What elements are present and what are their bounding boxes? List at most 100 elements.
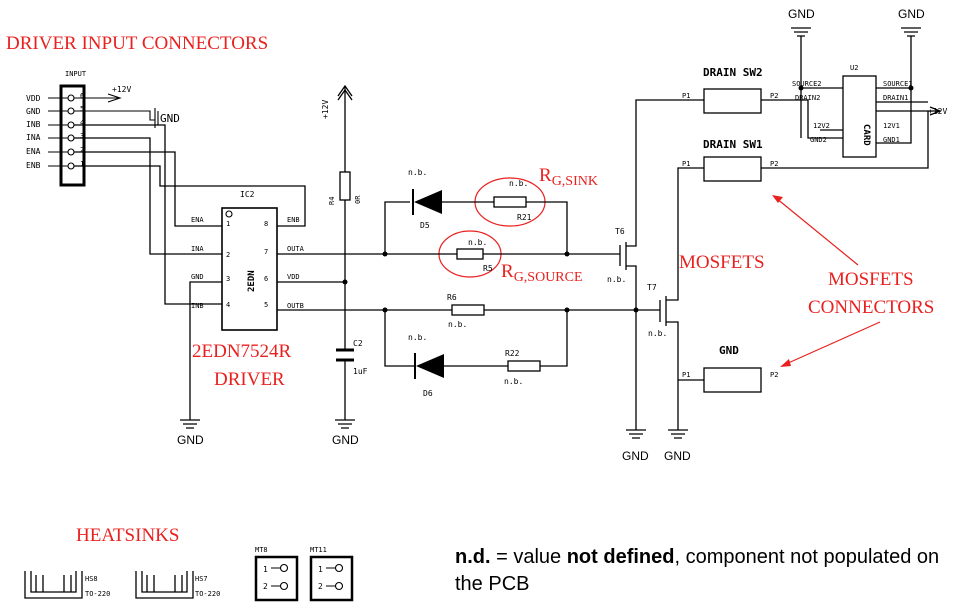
pin-label-vdd: VDD <box>26 94 41 103</box>
u2-pin-source1: SOURCE1 <box>883 80 913 88</box>
hs7-ref: HS7 <box>195 575 208 583</box>
u2-pin-drain1: DRAIN1 <box>883 94 908 102</box>
input-connector-title: INPUT <box>65 70 87 78</box>
gnd-symbol-c2 <box>335 419 355 429</box>
c2-value: 1uF <box>353 367 368 376</box>
pin-label-ina: INA <box>26 133 41 142</box>
wire-u2-gnd <box>800 87 912 144</box>
ic2-pin-enb: ENB <box>287 216 300 224</box>
r6-ref: R6 <box>447 293 457 302</box>
note-bold: not defined <box>566 546 675 568</box>
ic2-pin-7: 7 <box>264 248 268 256</box>
supply-arrow-vdd <box>337 84 353 101</box>
wire-inb <box>74 124 222 305</box>
ic2-pin-ina: INA <box>191 245 204 253</box>
ic2-pin-ena: ENA <box>191 216 204 224</box>
capacitor-c2 <box>336 348 354 362</box>
gnd-label-top-2: GND <box>898 7 925 21</box>
mt11-pin2: 2 <box>318 582 323 591</box>
t7-ref: T7 <box>647 283 657 292</box>
d6-ref: D6 <box>423 389 433 398</box>
drain-sw2-p1: P1 <box>682 92 690 100</box>
diode-d6 <box>416 354 444 378</box>
pin-num-5: 5 <box>80 105 84 113</box>
mount-terminal-mt11: MT11 1 2 <box>309 546 354 602</box>
u2-pin-drain2: DRAIN2 <box>795 94 820 102</box>
u2-supply-label: +12V <box>928 107 947 116</box>
label-rg-sink: RG,SINK <box>539 165 598 189</box>
r5-value: n.b. <box>468 238 487 247</box>
pin-num-2: 2 <box>80 146 84 154</box>
input-connector: INPUT +12V VDD GND INB INA ENA ENB 6 5 4… <box>26 70 180 187</box>
mount-terminal-mt8: MT8 1 2 <box>254 546 299 602</box>
connector-drain-sw1: DRAIN SW1 P1 P2 <box>682 111 929 182</box>
u2-pin-gnd2: GND2 <box>810 136 827 144</box>
legend-note: n.d. = value not defined, component not … <box>455 544 955 598</box>
ic2-pin-gnd: GND <box>191 273 204 281</box>
c2-ref: C2 <box>353 339 363 348</box>
resistor-r6 <box>451 304 485 316</box>
gnd-symbol-t7 <box>668 429 688 439</box>
heatsink-hs7: HS7 TO-220 <box>135 571 220 599</box>
pin-label-gnd: GND <box>26 107 41 116</box>
wire-ena <box>74 151 222 227</box>
heatsink-hs8: HS8 TO-220 <box>24 571 110 599</box>
pin-num-6: 6 <box>80 92 84 100</box>
wire-ina <box>74 137 222 255</box>
diode-d5 <box>414 190 442 214</box>
gnd-label-t7: GND <box>664 449 691 463</box>
hs8-ref: HS8 <box>85 575 98 583</box>
label-mosfets-connectors-line1: MOSFETS <box>828 269 914 290</box>
ic2-pin-inb: INB <box>191 302 204 310</box>
mt8-pin2: 2 <box>263 582 268 591</box>
t6-ref: T6 <box>615 227 625 236</box>
d5-ref: D5 <box>420 221 430 230</box>
ic2-pin-3: 3 <box>226 275 230 283</box>
drain-sw1-title: DRAIN SW1 <box>703 138 763 151</box>
hs7-pkg: TO-220 <box>195 590 220 598</box>
d5-value: n.b. <box>408 168 427 177</box>
gnd-connector-p2: P2 <box>770 371 778 379</box>
wire-d6-r22 <box>384 310 568 367</box>
pin-num-1: 1 <box>80 160 84 168</box>
arrow-to-gnd-connector <box>785 321 881 365</box>
gnd-symbol-t6 <box>626 429 646 439</box>
r4-value: 0R <box>354 195 362 204</box>
drain-sw1-p1: P1 <box>682 160 690 168</box>
ic2-pin-vdd: VDD <box>287 273 300 281</box>
note-part1: = value <box>490 546 567 568</box>
t6-value: n.b. <box>607 275 626 284</box>
gnd-symbol-top-1 <box>791 27 811 88</box>
label-heatsinks: HEATSINKS <box>76 525 179 546</box>
mt8-ref: MT8 <box>255 546 268 554</box>
mosfet-t7: T7 n.b. <box>647 167 704 430</box>
ic2-driver: IC2 2EDN ENA INA GND INB 1 2 3 4 8 7 6 5… <box>191 190 305 331</box>
drain-sw1-p2: P2 <box>770 160 778 168</box>
t7-value: n.b. <box>648 329 667 338</box>
ic2-pin-2: 2 <box>226 251 230 259</box>
ic2-pin-4: 4 <box>226 301 230 309</box>
wire-d5-r21 <box>384 201 568 254</box>
resistor-r22 <box>507 360 541 372</box>
gnd-connector-title: GND <box>719 344 739 357</box>
r22-ref: R22 <box>505 349 520 358</box>
ic2-ref: IC2 <box>240 190 255 199</box>
ic2-pin-8: 8 <box>264 220 268 228</box>
label-driver: DRIVER <box>214 369 285 390</box>
pin-num-3: 3 <box>80 132 84 140</box>
resistor-r5 <box>456 248 484 260</box>
r21-value: n.b. <box>509 179 528 188</box>
mt11-pin1: 1 <box>318 565 323 574</box>
d6-value: n.b. <box>408 333 427 342</box>
resistor-r4 <box>339 171 351 201</box>
arrow-head-gnd-connector <box>780 359 791 367</box>
mt8-pin1: 1 <box>263 565 268 574</box>
gnd-label-ic2: GND <box>177 433 204 447</box>
gnd-label-top-1: GND <box>788 7 815 21</box>
label-driver-part: 2EDN7524R <box>192 341 292 362</box>
label-driver-input-connectors: DRIVER INPUT CONNECTORS <box>6 33 268 54</box>
input-supply-label: +12V <box>112 85 131 94</box>
gnd-label-t6: GND <box>622 449 649 463</box>
wire-ic2-gnd <box>189 281 222 420</box>
